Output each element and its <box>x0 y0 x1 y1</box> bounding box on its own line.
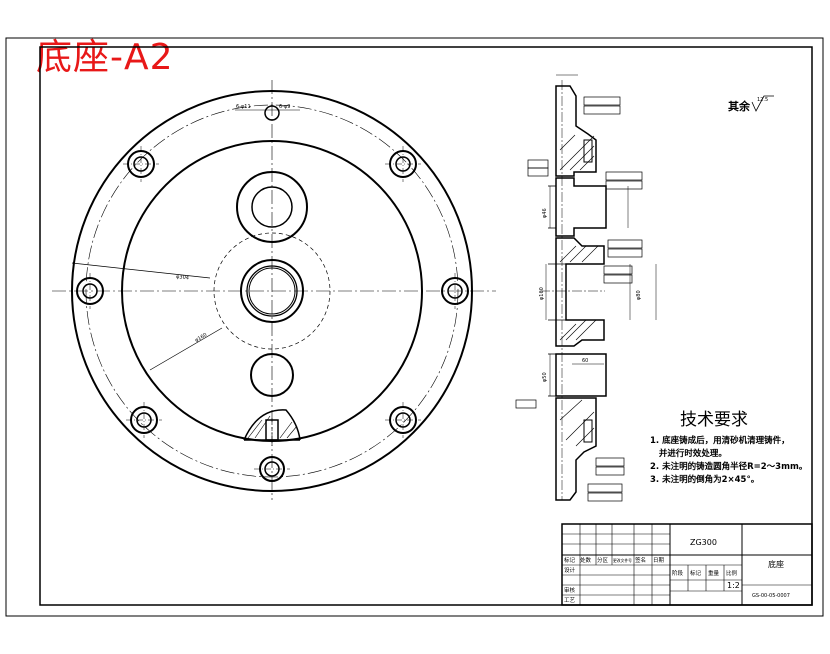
bolt-hole <box>264 105 280 121</box>
upper-hole-inner <box>251 186 293 228</box>
tech-requirement-item: 3. 未注明的倒角为2×45°。 <box>650 474 759 485</box>
drawing-frame <box>39 46 813 606</box>
tb-drawing-number: GS-00-05-0007 <box>752 593 790 599</box>
inner-face-circle <box>121 140 423 442</box>
tech-requirement-item: 1. 底座铸成后，用清砂机清理铸件， <box>650 435 790 446</box>
dim-bolt-b: 6-φ9 <box>279 104 290 110</box>
tb-row-label: 设计 <box>564 566 576 574</box>
sheet-title: 底座-A2 <box>36 37 174 78</box>
bolt-holes <box>76 105 469 482</box>
surface-finish-note: 其余 12.5 <box>728 95 774 113</box>
dim-width-60: 60 <box>582 358 588 364</box>
tb-header-cell: 分区 <box>597 556 609 564</box>
hidden-circle <box>213 232 331 350</box>
tech-requirement-item: 2. 未注明的铸造圆角半径R=2～3mm。 <box>650 461 807 472</box>
front-view <box>52 80 496 500</box>
tb-stage-cell: 阶段 <box>672 569 684 577</box>
dim-side-bore: φ80 <box>636 290 642 300</box>
dim-side-lower: φ50 <box>542 372 548 382</box>
section-view <box>515 74 657 502</box>
surface-finish-label: 其余 <box>728 99 751 113</box>
title-block: 标记 处数 分区 更改文件号 签名 日期 设计 审核 工艺 阶段 标记 重量 比… <box>561 523 813 606</box>
tb-row-label: 审核 <box>564 586 576 594</box>
tb-header-cell: 处数 <box>580 556 592 564</box>
tb-header-cell: 更改文件号 <box>613 558 632 563</box>
local-section-outline <box>243 409 301 441</box>
dim-side-top: φ46 <box>542 208 548 218</box>
title-block-frame <box>561 523 813 606</box>
tb-scale: 1:2 <box>727 581 740 590</box>
center-hub-bore <box>248 267 296 315</box>
upper-hole-outer <box>236 171 308 243</box>
surface-finish-symbol <box>751 95 774 112</box>
tb-material: ZG300 <box>690 538 717 547</box>
center-hub-inner <box>246 265 298 317</box>
tb-header-cell: 标记 <box>564 556 576 564</box>
center-hub-outer <box>240 259 304 323</box>
tech-requirements: 技术要求 1. 底座铸成后，用清砂机清理铸件， 并进行时效处理。 2. 未注明的… <box>650 410 807 485</box>
leader-outer <box>71 262 211 279</box>
dim-outer-dia: φ304 <box>176 274 189 281</box>
tech-requirement-item: 并进行时效处理。 <box>650 448 727 459</box>
tb-part-name: 底座 <box>768 559 784 569</box>
tb-row-label: 工艺 <box>564 597 576 604</box>
tb-stage-cell: 重量 <box>708 569 720 577</box>
sheet-border <box>5 37 824 617</box>
leader-inner <box>149 327 223 371</box>
surface-finish-value: 12.5 <box>757 97 768 103</box>
tb-stage-cell: 标记 <box>690 569 702 577</box>
pitch-circle <box>85 104 459 478</box>
dim-bolt-a: 6-φ11 <box>236 104 251 110</box>
tb-header-cell: 签名 <box>635 556 646 564</box>
dim-side-big: φ160 <box>539 287 545 300</box>
lower-hole <box>250 353 294 397</box>
outer-flange-circle <box>71 90 473 492</box>
tb-header-cell: 日期 <box>653 557 665 564</box>
tech-requirements-heading: 技术要求 <box>680 410 748 430</box>
tb-stage-cell: 比例 <box>726 569 738 577</box>
dim-pitch-dia: φ160 <box>194 332 208 344</box>
